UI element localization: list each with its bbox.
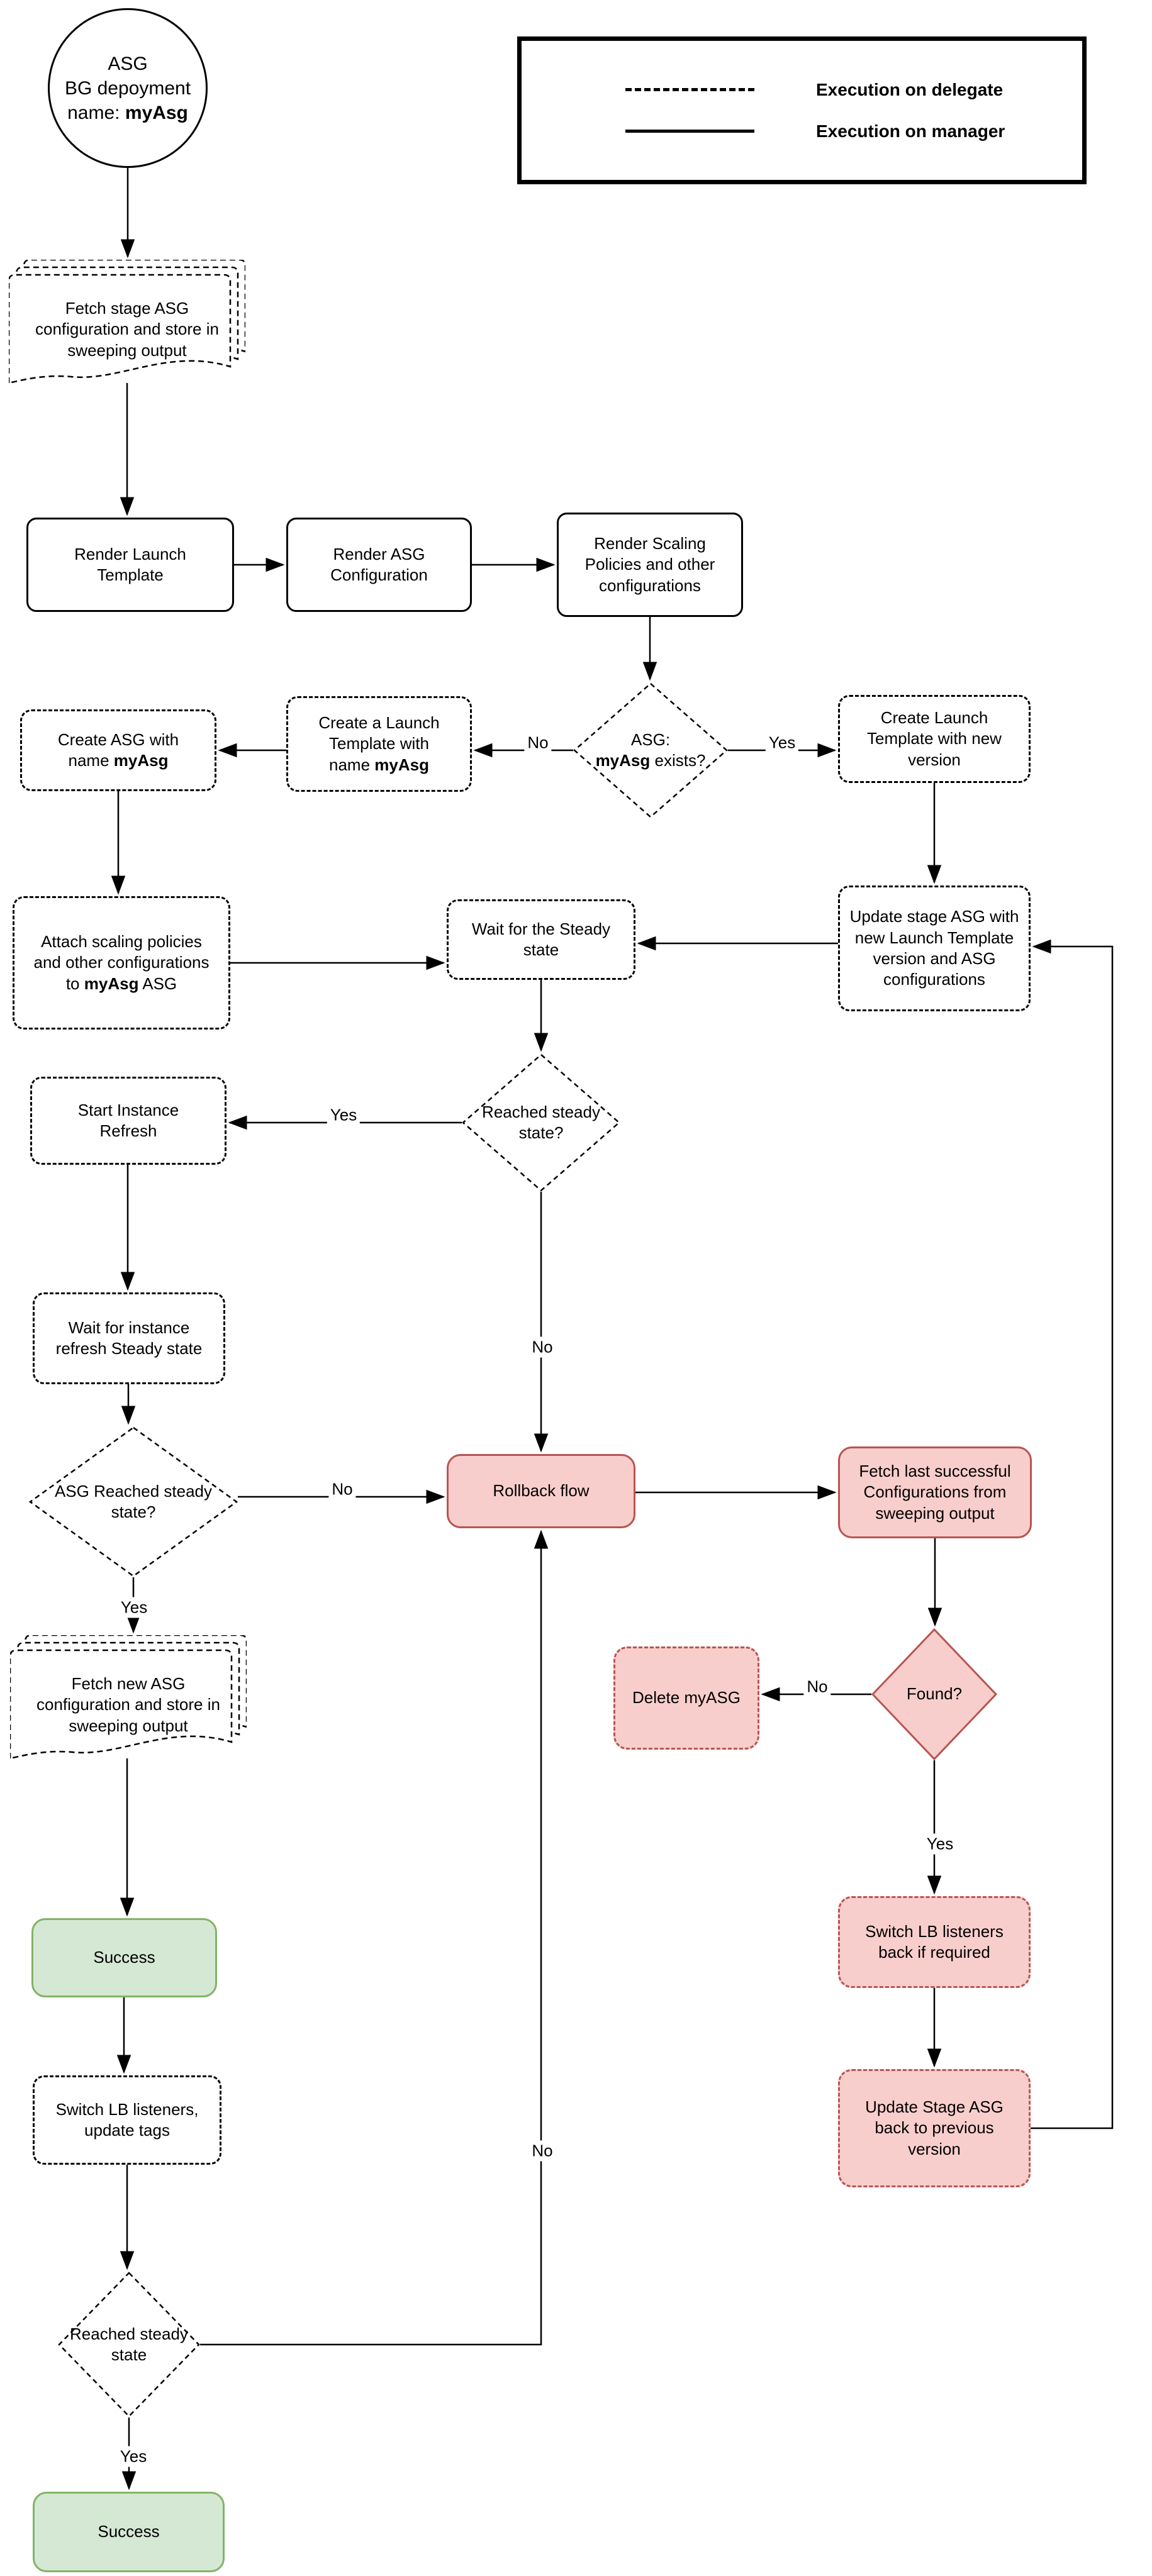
diamond-shape (573, 682, 728, 818)
fetch-stage-label: Fetch stage ASG configuration and store … (35, 299, 219, 360)
fetch-last-label: Fetch last successful Configurations fro… (859, 1462, 1011, 1523)
node-attach-scaling-policies: Attach scaling policies and other config… (13, 896, 230, 1030)
legend-label-manager: Execution on manager (816, 121, 1005, 141)
node-asg-exists-decision: ASG: myAsg exists? (573, 682, 728, 818)
edge-label-no-steady2: No (528, 2140, 556, 2162)
node-success-2: Success (33, 2492, 225, 2572)
success-1-label: Success (93, 1948, 155, 1967)
wait-steady-label: Wait for the Steady state (471, 919, 611, 959)
diamond-shape (58, 2272, 200, 2418)
node-delete-myasg: Delete myASG (613, 1646, 759, 1750)
node-start-circle: ASG BG depoyment name: myAsg (48, 8, 208, 168)
node-asg-reached-decision: ASG Reached steady state? (29, 1426, 238, 1577)
legend-box: Execution on delegate Execution on manag… (517, 36, 1087, 184)
create-lt-label: Create a Launch Template with name myAsg (318, 713, 440, 774)
solid-line-sample (625, 130, 754, 133)
edge-label-yes-found: Yes (923, 1833, 957, 1855)
node-create-launch-template-new: Create Launch Template with new version (838, 695, 1031, 783)
create-lt-new-label: Create Launch Template with new version (867, 708, 1002, 769)
edge-label-yes-asg-reached: Yes (117, 1597, 151, 1618)
reached-steady2-label: Reached steady state (70, 2324, 188, 2364)
node-success-1: Success (31, 1918, 217, 1997)
node-start-instance-refresh: Start Instance Refresh (30, 1077, 226, 1165)
node-switch-lb-back: Switch LB listeners back if required (838, 1896, 1031, 1988)
node-found-decision: Found? (871, 1628, 997, 1760)
asg-reached-label: ASG Reached steady state? (54, 1481, 213, 1521)
fetch-new-label: Fetch new ASG configuration and store in… (36, 1674, 220, 1735)
diamond-shape (462, 1053, 620, 1192)
node-create-launch-template-myasg: Create a Launch Template with name myAsg (286, 696, 472, 792)
switch-lb-label: Switch LB listeners, update tags (55, 2099, 199, 2140)
wait-refresh-label: Wait for instance refresh Steady state (55, 1318, 203, 1358)
attach-label: Attach scaling policies and other config… (33, 932, 210, 993)
create-asg-label: Create ASG with name myAsg (57, 730, 179, 770)
start-refresh-label: Start Instance Refresh (77, 1100, 179, 1140)
edge-label-no-asg-reached: No (328, 1479, 356, 1500)
edge-label-no-steady: No (528, 1336, 556, 1358)
edge-updateback-feedback (1031, 939, 1114, 2129)
start-circle-label: ASG BG depoyment name: myAsg (64, 53, 191, 123)
node-fetch-new-document: Fetch new ASG configuration and store in… (10, 1635, 247, 1758)
edge-reached2-no-loop (200, 1530, 549, 2346)
node-wait-steady-state: Wait for the Steady state (447, 899, 635, 980)
found-label: Found? (906, 1684, 963, 1704)
node-render-launch-template: Render Launch Template (26, 518, 234, 612)
delete-myasg-label: Delete myASG (632, 1688, 741, 1707)
rollback-label: Rollback flow (493, 1481, 590, 1501)
legend-row-delegate: Execution on delegate (625, 80, 1082, 100)
diamond-shape (29, 1426, 238, 1577)
node-fetch-last-successful: Fetch last successful Configurations fro… (838, 1446, 1032, 1538)
node-switch-lb-listeners: Switch LB listeners, update tags (33, 2075, 221, 2165)
update-stage-label: Update stage ASG with new Launch Templat… (849, 907, 1019, 989)
node-render-scaling-policies: Render Scaling Policies and other config… (557, 513, 743, 617)
edge-label-yes-steady2: Yes (116, 2446, 150, 2467)
node-update-stage-asg: Update stage ASG with new Launch Templat… (838, 886, 1031, 1011)
asg-exists-label: ASG: myAsg exists? (595, 730, 706, 770)
switch-back-label: Switch LB listeners back if required (865, 1921, 1004, 1962)
reached-steady-label: Reached steady state? (482, 1102, 600, 1142)
node-render-asg-configuration: Render ASG Configuration (286, 518, 472, 612)
update-back-label: Update Stage ASG back to previous versio… (865, 2097, 1004, 2158)
node-create-asg: Create ASG with name myAsg (20, 709, 216, 791)
legend-label-delegate: Execution on delegate (816, 79, 1004, 99)
node-update-stage-back: Update Stage ASG back to previous versio… (838, 2069, 1031, 2187)
render-asg-label: Render ASG Configuration (330, 544, 428, 584)
node-reached-steady-decision: Reached steady state? (462, 1053, 620, 1192)
edge-label-yes-exists: Yes (765, 732, 799, 753)
node-reached-steady2-decision: Reached steady state (58, 2272, 200, 2418)
edge-label-yes-steady: Yes (327, 1104, 361, 1126)
edge-label-no-exists: No (524, 732, 552, 753)
document-stack-shape (9, 260, 245, 383)
success-2-label: Success (98, 2522, 160, 2541)
node-fetch-stage-document: Fetch stage ASG configuration and store … (9, 260, 245, 383)
diamond-shape (871, 1628, 997, 1760)
document-stack-shape (10, 1635, 247, 1758)
node-rollback-flow: Rollback flow (447, 1454, 635, 1528)
node-wait-instance-refresh: Wait for instance refresh Steady state (33, 1292, 225, 1384)
dashed-line-sample (625, 88, 754, 91)
render-scaling-label: Render Scaling Policies and other config… (584, 534, 715, 595)
edge-label-no-found: No (803, 1676, 831, 1697)
render-launch-label: Render Launch Template (74, 544, 186, 584)
legend-row-manager: Execution on manager (625, 121, 1082, 142)
